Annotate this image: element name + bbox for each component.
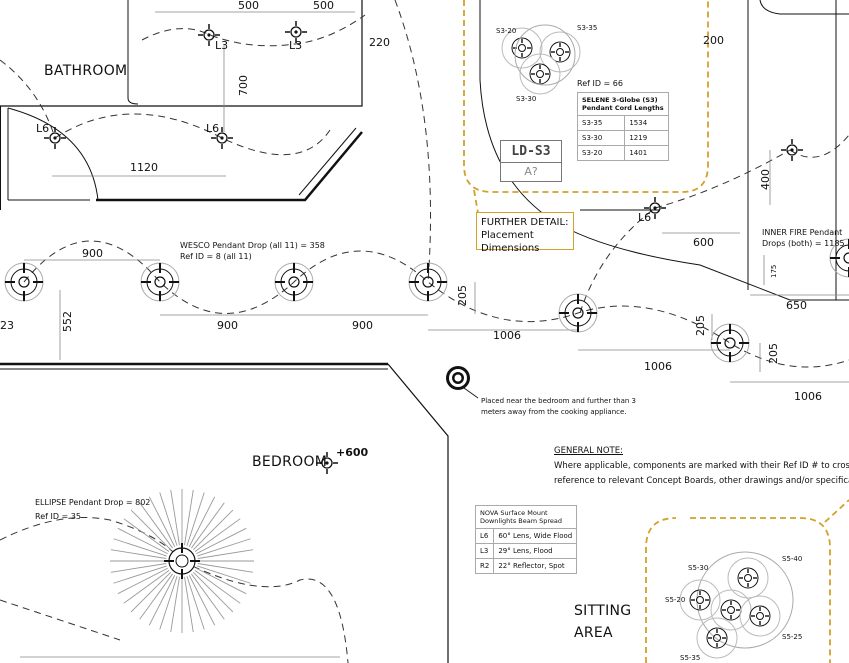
- drawing-tag-sub: A?: [524, 165, 538, 178]
- dim-220: 220: [369, 36, 390, 49]
- general-note-line2: reference to relevant Concept Boards, ot…: [554, 476, 849, 486]
- nova-table-title-line1: NOVA Surface Mount: [480, 509, 548, 517]
- room-label-bathroom: BATHROOM: [44, 63, 128, 79]
- dim-1006-b: 1006: [644, 360, 672, 373]
- nova-table-title: NOVA Surface Mount Downlights Beam Sprea…: [474, 505, 578, 529]
- dim-205-c: 205: [767, 343, 780, 364]
- selene-table-title: SELENE 3-Globe (S3) Pendant Cord Lengths: [577, 92, 669, 116]
- table-cell: 22° Reflector, Spot: [493, 558, 578, 574]
- fixture-l6-a: L6: [36, 122, 50, 135]
- dim-1120: 1120: [130, 161, 158, 174]
- fixture-s5-20: S5-20: [665, 596, 686, 604]
- dim-600: 600: [693, 236, 714, 249]
- table-cell: S3-20: [576, 145, 626, 161]
- table-cell: 1534: [624, 115, 669, 131]
- selene-cord-table: SELENE 3-Globe (S3) Pendant Cord Lengths…: [576, 92, 669, 161]
- further-detail-callout[interactable]: FURTHER DETAIL: Placement Dimensions: [476, 212, 574, 254]
- further-detail-title: FURTHER DETAIL:: [481, 217, 569, 228]
- dim-1006-a: 1006: [493, 329, 521, 342]
- dim-175: 175: [770, 264, 778, 278]
- dim-500-a: 500: [238, 0, 259, 12]
- dim-650: 650: [786, 299, 807, 312]
- selene-s3-cluster: [501, 24, 581, 95]
- dim-23: 23: [0, 319, 14, 332]
- table-cell: R2: [474, 558, 495, 574]
- table-cell: 1401: [624, 145, 669, 161]
- selene-table-title-line1: SELENE 3-Globe (S3): [582, 96, 658, 104]
- ellipse-pendant: [110, 489, 254, 633]
- ellipse-note-line1: ELLIPSE Pendant Drop = 802: [35, 498, 151, 507]
- fixture-s3-20: S3-20: [496, 27, 517, 35]
- dim-900-c: 900: [352, 319, 373, 332]
- dim-1006-c: 1006: [794, 390, 822, 403]
- room-label-sitting: SITTING: [574, 603, 632, 619]
- room-label-area: AREA: [574, 625, 613, 641]
- fixture-s3-30: S3-30: [516, 95, 537, 103]
- ellipse-note-line2: Ref ID = 35: [35, 512, 81, 521]
- drawing-tag-code: LD-S3: [501, 141, 561, 163]
- bedroom-offset: +600: [336, 446, 369, 459]
- fixture-s5-30: S5-30: [688, 564, 709, 572]
- dim-500-b: 500: [313, 0, 334, 12]
- wesco-pendants: [4, 238, 849, 363]
- dim-900-a: 900: [82, 247, 103, 260]
- nova-table-title-line2: Downlights Beam Spread: [480, 517, 563, 525]
- table-cell: L6: [474, 528, 495, 544]
- dim-552: 552: [61, 311, 74, 332]
- fixture-s3-35: S3-35: [577, 24, 598, 32]
- fixture-l6-c: L6: [638, 211, 652, 224]
- placement-note-line2: meters away from the cooking appliance.: [481, 408, 627, 416]
- nova-beam-table: NOVA Surface Mount Downlights Beam Sprea…: [474, 505, 578, 574]
- fixture-s5-25: S5-25: [782, 633, 803, 641]
- room-label-bedroom: BEDROOM: [252, 454, 328, 470]
- placement-note-line1: Placed near the bedroom and further than…: [481, 397, 637, 405]
- dim-400: 400: [759, 169, 772, 190]
- wesco-note-line1: WESCO Pendant Drop (all 11) = 358: [180, 241, 325, 250]
- table-cell: S3-30: [576, 130, 626, 146]
- table-cell: 1219: [624, 130, 669, 146]
- table-cell: 60° Lens, Wide Flood: [493, 528, 578, 544]
- smoke-detector: [446, 366, 479, 399]
- dim-205-a: 205: [456, 285, 469, 306]
- fixture-l3-a: L3: [215, 39, 229, 52]
- fixture-s5-40: S5-40: [782, 555, 803, 563]
- fixture-l6-b: L6: [206, 122, 220, 135]
- selene-ref-id: Ref ID = 66: [577, 79, 623, 88]
- dim-900-b: 900: [217, 319, 238, 332]
- table-cell: 29° Lens, Flood: [493, 543, 578, 559]
- dimension-lines: [20, 11, 849, 658]
- fixture-l3-b: L3: [289, 39, 303, 52]
- selene-zone-outline: [463, 0, 849, 663]
- general-note-title: GENERAL NOTE:: [554, 446, 623, 456]
- wesco-note-line2: Ref ID = 8 (all 11): [180, 252, 252, 261]
- general-note-line1: Where applicable, components are marked …: [554, 461, 849, 471]
- drawing-tag-ld-s3[interactable]: LD-S3 A?: [500, 140, 562, 182]
- fixture-s5-35: S5-35: [680, 654, 701, 662]
- inner-fire-note-line1: INNER FIRE Pendant: [762, 228, 843, 237]
- table-cell: S3-35: [576, 115, 626, 131]
- dim-205-b: 205: [694, 315, 707, 336]
- inner-fire-note-line2: Drops (both) = 1185: [762, 239, 845, 248]
- table-cell: L3: [474, 543, 495, 559]
- dim-700: 700: [237, 75, 250, 96]
- selene-s5-cluster: [679, 551, 794, 659]
- further-detail-subtitle: Placement Dimensions: [481, 230, 540, 254]
- selene-table-title-line2: Pendant Cord Lengths: [582, 104, 664, 112]
- dim-200: 200: [703, 34, 724, 47]
